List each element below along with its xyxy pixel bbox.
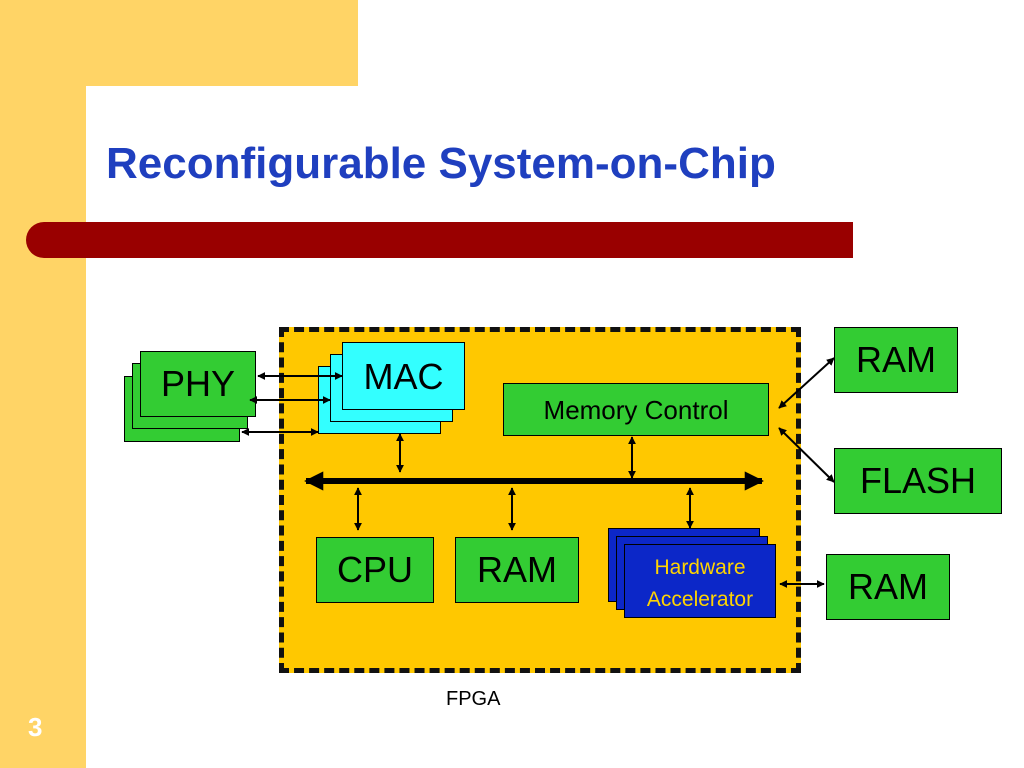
memctrl-ram-arrow (778, 357, 835, 409)
external-ram-top-block: RAM (834, 327, 958, 393)
slide-number: 3 (28, 712, 43, 742)
internal-ram-label: RAM (477, 549, 557, 590)
mac-label: MAC (363, 356, 444, 397)
fpga-label: FPGA (446, 688, 501, 710)
hardware-accelerator-block: Hardware Accelerator (624, 544, 776, 618)
cpu-label: CPU (336, 549, 413, 590)
memory-control-label: Memory Control (543, 395, 729, 425)
external-ram-top-label: RAM (856, 339, 936, 380)
internal-ram-block: RAM (455, 537, 579, 603)
flash-label: FLASH (859, 460, 977, 501)
title-underline-bar (26, 222, 853, 258)
cpu-block: CPU (316, 537, 434, 603)
left-accent-strip (0, 0, 86, 768)
mac-block: MAC (342, 342, 465, 410)
hw-accel-label-line2: Accelerator (646, 588, 754, 611)
external-ram-bottom-block: RAM (826, 554, 950, 620)
flash-block: FLASH (834, 448, 1002, 514)
top-accent-block (0, 0, 358, 86)
phy-label: PHY (160, 363, 236, 404)
phy-block: PHY (140, 351, 256, 417)
slide-title: Reconfigurable System-on-Chip (106, 139, 776, 188)
hw-accel-label-line1: Hardware (654, 556, 746, 579)
external-ram-bottom-label: RAM (848, 566, 928, 607)
memctrl-flash-arrow (778, 427, 835, 483)
memory-control-block: Memory Control (503, 383, 769, 436)
